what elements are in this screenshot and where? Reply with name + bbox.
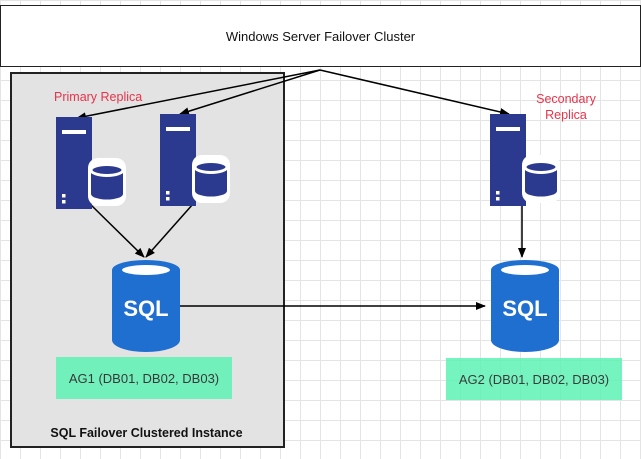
sql-2-text: SQL <box>502 296 547 321</box>
fci-label: SQL Failover Clustered Instance <box>50 426 243 440</box>
windows-failover-cluster-box: Windows Server Failover Cluster <box>0 5 641 67</box>
arrow-cluster-to-node2 <box>179 69 321 116</box>
arrow-node2-to-sql1 <box>145 203 194 258</box>
secondary-replica-label-line1: Secondary <box>536 92 596 106</box>
arrow-cluster-to-node1 <box>76 69 321 121</box>
ag2-label: AG2 (DB01, DB02, DB03) <box>458 371 610 387</box>
arrow-node1-to-sql1 <box>89 203 145 258</box>
secondary-replica-label-line2: Replica <box>545 108 587 122</box>
sql-database-2-icon: SQL <box>491 260 559 352</box>
arrow-cluster-to-node3 <box>319 69 510 116</box>
server-node-1-icon <box>56 117 126 209</box>
cluster-title: Windows Server Failover Cluster <box>225 28 416 44</box>
sql-database-1-icon: SQL <box>112 260 180 352</box>
server-node-3-icon <box>490 114 560 206</box>
sql-1-text: SQL <box>123 296 168 321</box>
ag2-box: AG2 (DB01, DB02, DB03) <box>446 358 622 400</box>
server-node-2-icon <box>160 114 230 206</box>
secondary-replica-label: Secondary Replica <box>523 91 609 123</box>
ag1-label: AG1 (DB01, DB02, DB03) <box>68 370 220 386</box>
ag1-box: AG1 (DB01, DB02, DB03) <box>56 357 232 399</box>
primary-replica-label: Primary Replica <box>54 90 143 104</box>
